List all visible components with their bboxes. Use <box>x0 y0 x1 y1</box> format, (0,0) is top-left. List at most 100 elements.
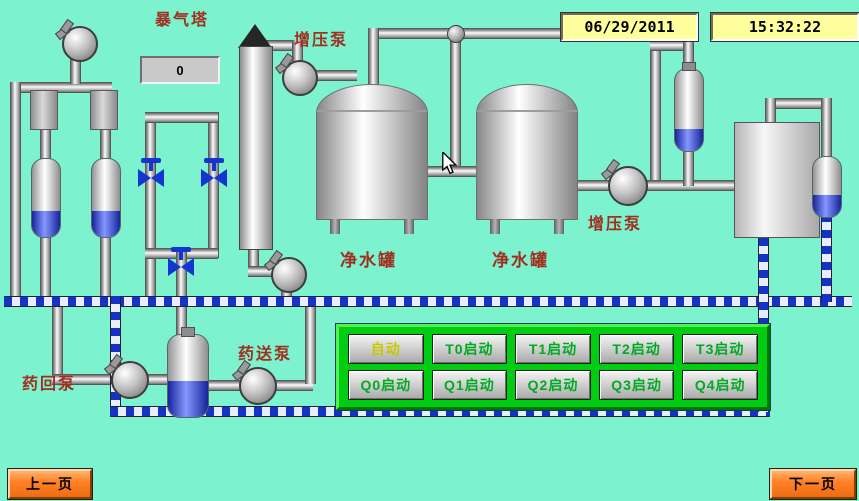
pipe-segment <box>765 98 827 109</box>
vessel-cap <box>181 327 195 337</box>
valve-3 <box>168 247 194 276</box>
tank-body <box>476 110 578 220</box>
pipe-segment <box>145 112 218 123</box>
pipe-segment <box>40 126 51 162</box>
vessel-cap <box>682 62 696 71</box>
pipe-segment <box>248 266 282 277</box>
pipe-segment <box>70 56 81 84</box>
liquid-level <box>813 195 841 217</box>
valve-body <box>201 169 214 187</box>
valve-body <box>138 169 151 187</box>
drain-pump <box>271 257 307 293</box>
pipe-segment <box>100 126 111 162</box>
t2-start-button[interactable]: T2启动 <box>598 334 675 364</box>
valve-handle <box>171 247 191 252</box>
pipe-segment <box>312 70 357 81</box>
pipe-segment <box>368 28 658 39</box>
dosing-pump <box>239 367 277 405</box>
drug-return-pump <box>111 361 149 399</box>
liquid-level <box>675 129 703 151</box>
pipe-segment <box>683 148 694 186</box>
pipe-segment <box>281 286 292 300</box>
inlet-pump <box>62 26 98 62</box>
pipe-segment <box>650 40 690 51</box>
pipe-segment <box>273 380 313 391</box>
pipe-segment <box>52 374 116 385</box>
t0-start-button[interactable]: T0启动 <box>431 334 508 364</box>
filter-vessel-4 <box>812 156 842 218</box>
q3-start-button[interactable]: Q3启动 <box>598 370 675 400</box>
valve-handle <box>204 158 224 163</box>
clean-water-tank-1-label: 净水罐 <box>340 251 397 270</box>
pipe-segment <box>248 244 259 272</box>
tank-leg <box>404 219 414 234</box>
tank-body <box>316 110 428 220</box>
filter-head-1 <box>30 90 58 130</box>
tank-dome <box>476 84 578 113</box>
pipe-segment <box>650 28 661 186</box>
auto-button[interactable]: 自动 <box>348 334 424 364</box>
tank-leg <box>554 219 564 234</box>
pipe-segment <box>10 82 21 303</box>
valve-1 <box>138 158 164 187</box>
aeration-tower-cap <box>238 24 272 48</box>
dosing-pump-label: 药送泵 <box>238 346 293 363</box>
pipe-segment <box>40 234 51 300</box>
date-display: 06/29/2011 <box>560 12 699 42</box>
treatment-unit <box>734 122 820 238</box>
q1-start-button[interactable]: Q1启动 <box>431 370 508 400</box>
valve-body <box>151 169 164 187</box>
valve-body <box>214 169 227 187</box>
tank-dome <box>316 84 428 113</box>
pipe-segment <box>255 40 298 51</box>
pipe-segment <box>292 40 303 62</box>
mouse-cursor <box>441 150 461 180</box>
pipe-segment <box>683 40 694 70</box>
tank-leg <box>330 219 340 234</box>
pipe-junction <box>447 25 465 43</box>
clean-water-tank-2-label: 净水罐 <box>492 251 549 270</box>
clean-water-tank-1 <box>316 84 428 234</box>
time-display: 15:32:22 <box>710 12 859 42</box>
pipe-segment <box>821 98 832 158</box>
t1-start-button[interactable]: T1启动 <box>515 334 591 364</box>
filter-vessel-1 <box>31 158 61 238</box>
dosing-pipe-segment <box>821 214 832 302</box>
q0-start-button[interactable]: Q0启动 <box>348 370 424 400</box>
valve-2 <box>201 158 227 187</box>
filter-vessel-2 <box>91 158 121 238</box>
booster-pump-right-label: 增压泵 <box>588 216 643 233</box>
next-page-button[interactable]: 下一页 <box>769 468 857 500</box>
clean-water-tank-2 <box>476 84 578 234</box>
drug-return-pump-label: 药回泵 <box>22 376 77 393</box>
pipe-segment <box>207 380 243 391</box>
booster-pump-top <box>282 60 318 96</box>
pipe-segment <box>145 112 156 300</box>
control-panel: 自动 T0启动 T1启动 T2启动 T3启动 Q0启动 Q1启动 Q2启动 Q3… <box>335 323 771 411</box>
pipe-segment <box>368 28 379 88</box>
valve-stem <box>149 162 153 171</box>
q2-start-button[interactable]: Q2启动 <box>515 370 591 400</box>
pipe-segment <box>10 82 112 93</box>
tower-value-display: 0 <box>140 56 220 84</box>
dosing-pipe-segment <box>4 296 852 307</box>
pipe-segment <box>450 28 461 172</box>
booster-pump-right <box>608 166 648 206</box>
pipe-segment <box>765 98 776 124</box>
liquid-level <box>168 381 208 417</box>
booster-pump-top-label: 增压泵 <box>294 32 349 49</box>
dosing-tank <box>167 334 209 418</box>
filter-head-2 <box>90 90 118 130</box>
valve-stem <box>179 251 183 260</box>
valve-body <box>181 258 194 276</box>
valve-stem <box>212 162 216 171</box>
pipe-segment <box>52 298 63 378</box>
pipe-segment <box>305 306 316 384</box>
filter-vessel-3 <box>674 68 704 152</box>
prev-page-button[interactable]: 上一页 <box>7 468 93 500</box>
t3-start-button[interactable]: T3启动 <box>682 334 758 364</box>
q4-start-button[interactable]: Q4启动 <box>682 370 758 400</box>
liquid-level <box>32 211 60 237</box>
pipe-segment <box>100 234 111 300</box>
